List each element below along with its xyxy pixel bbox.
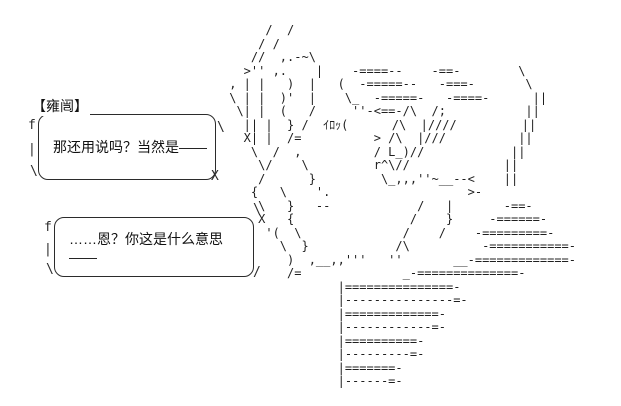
speech-bubble-2: ……恩？你这是什么意思——	[54, 217, 254, 277]
speech-bubble-1: 那还用说吗？当然是——	[38, 114, 216, 180]
speaker-name-label: 【雍闿】	[32, 96, 90, 116]
bubble-frame-mark: |	[28, 142, 36, 157]
bubble-frame-mark: f	[44, 220, 52, 235]
bubble-frame-mark: \	[46, 262, 54, 277]
ascii-art-character: / / / / // ,.-~\ >'' ,. | -====-- -==- \…	[229, 23, 577, 388]
bubble-frame-mark: \	[30, 164, 38, 179]
speech-bubble-1-text: 那还用说吗？当然是——	[53, 139, 207, 155]
bubble-frame-mark: f	[28, 118, 36, 133]
bubble-frame-mark: |	[44, 242, 52, 257]
speech-bubble-2-text: ……恩？你这是什么意思——	[69, 231, 223, 265]
